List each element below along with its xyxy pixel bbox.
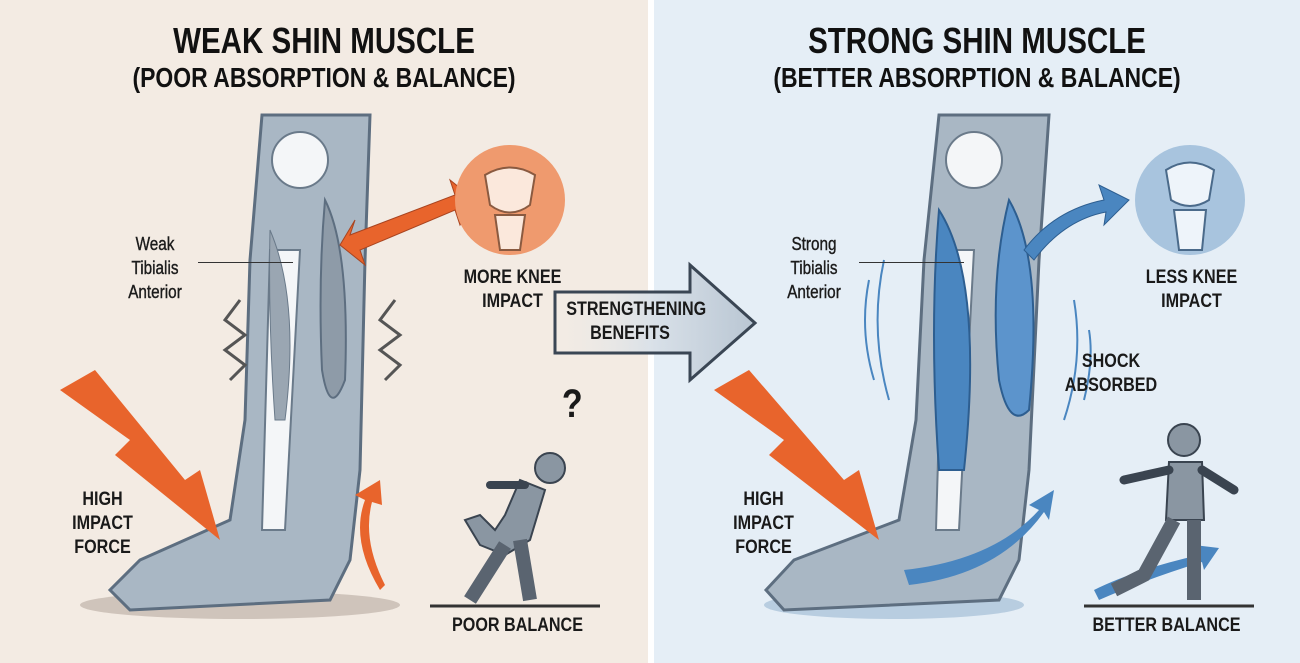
question-mark: ? <box>561 382 583 426</box>
knee-bone <box>271 131 329 189</box>
right-subtitle: (BETTER ABSORPTION & BALANCE) <box>773 62 1181 93</box>
calf-muscle <box>994 197 1035 417</box>
leg-shape <box>763 113 1051 612</box>
left-subtitle: (POOR ABSORPTION & BALANCE) <box>132 62 516 93</box>
strong-muscle-panel: STRONG SHIN MUSCLE (BETTER ABSORPTION & … <box>654 0 1300 663</box>
leg-shape <box>107 113 372 612</box>
pointer-line <box>198 262 293 263</box>
impact-force-arrow <box>714 370 879 540</box>
weak-tibialis <box>269 229 291 421</box>
motion-lines <box>864 259 1092 421</box>
pointer-line <box>859 262 964 263</box>
balanced-person-icon <box>1110 423 1239 600</box>
better-balance-label: BETTER BALANCE <box>1092 615 1241 636</box>
vibration-icon <box>222 299 248 382</box>
impact-force-arrow <box>60 370 220 540</box>
calf-muscle <box>319 196 347 399</box>
poor-balance-label: POOR BALANCE <box>451 615 584 636</box>
strong-leg-illustration <box>714 113 1254 619</box>
knee-bone <box>945 131 1003 189</box>
falling-person-icon <box>463 452 566 604</box>
knee-impact-arrow <box>339 178 476 267</box>
curved-arrow <box>904 490 1054 585</box>
weak-leg-illustration <box>60 113 600 619</box>
strong-tibialis <box>933 206 972 471</box>
left-title: WEAK SHIN MUSCLE <box>173 20 475 61</box>
right-title: STRONG SHIN MUSCLE <box>808 20 1146 61</box>
deflect-arrow <box>1023 184 1130 261</box>
curved-arrow <box>355 480 385 590</box>
weak-muscle-panel: WEAK SHIN MUSCLE (POOR ABSORPTION & BALA… <box>0 0 648 663</box>
vibration-icon <box>377 299 403 382</box>
